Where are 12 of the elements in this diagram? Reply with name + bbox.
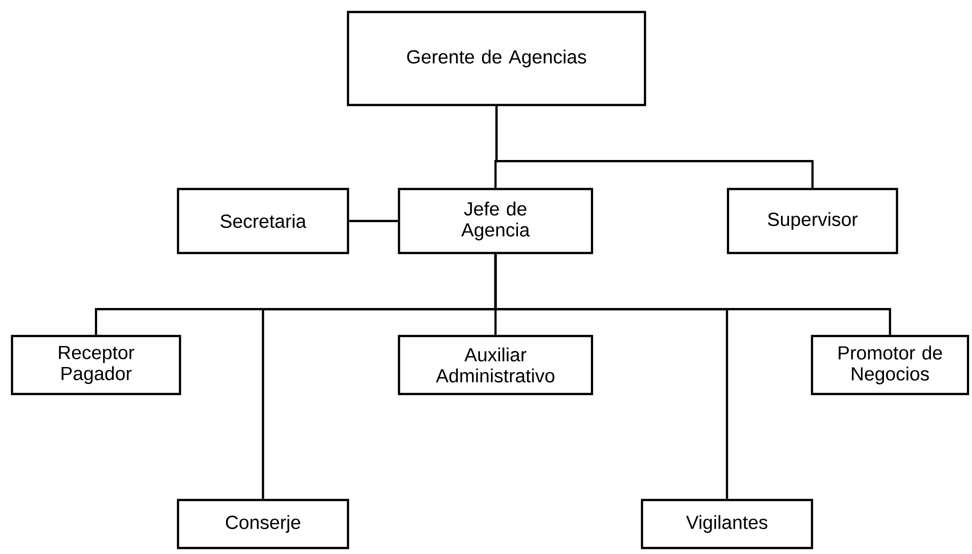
connector-line [495,106,814,188]
org-box: Receptor Pagador [10,334,182,396]
org-box: Vigilantes [640,498,814,550]
org-box: Secretaria [176,188,350,254]
org-box: Jefe de Agencia [398,188,594,254]
connector-line [349,220,398,222]
org-box: Gerente de Agencias [346,10,646,106]
org-box: Supervisor [726,188,898,254]
org-box: Auxiliar Administrativo [398,334,594,396]
org-box: Conserje [176,498,350,550]
connector-line [494,254,892,335]
org-box: Promotor de Negocios [810,334,970,396]
